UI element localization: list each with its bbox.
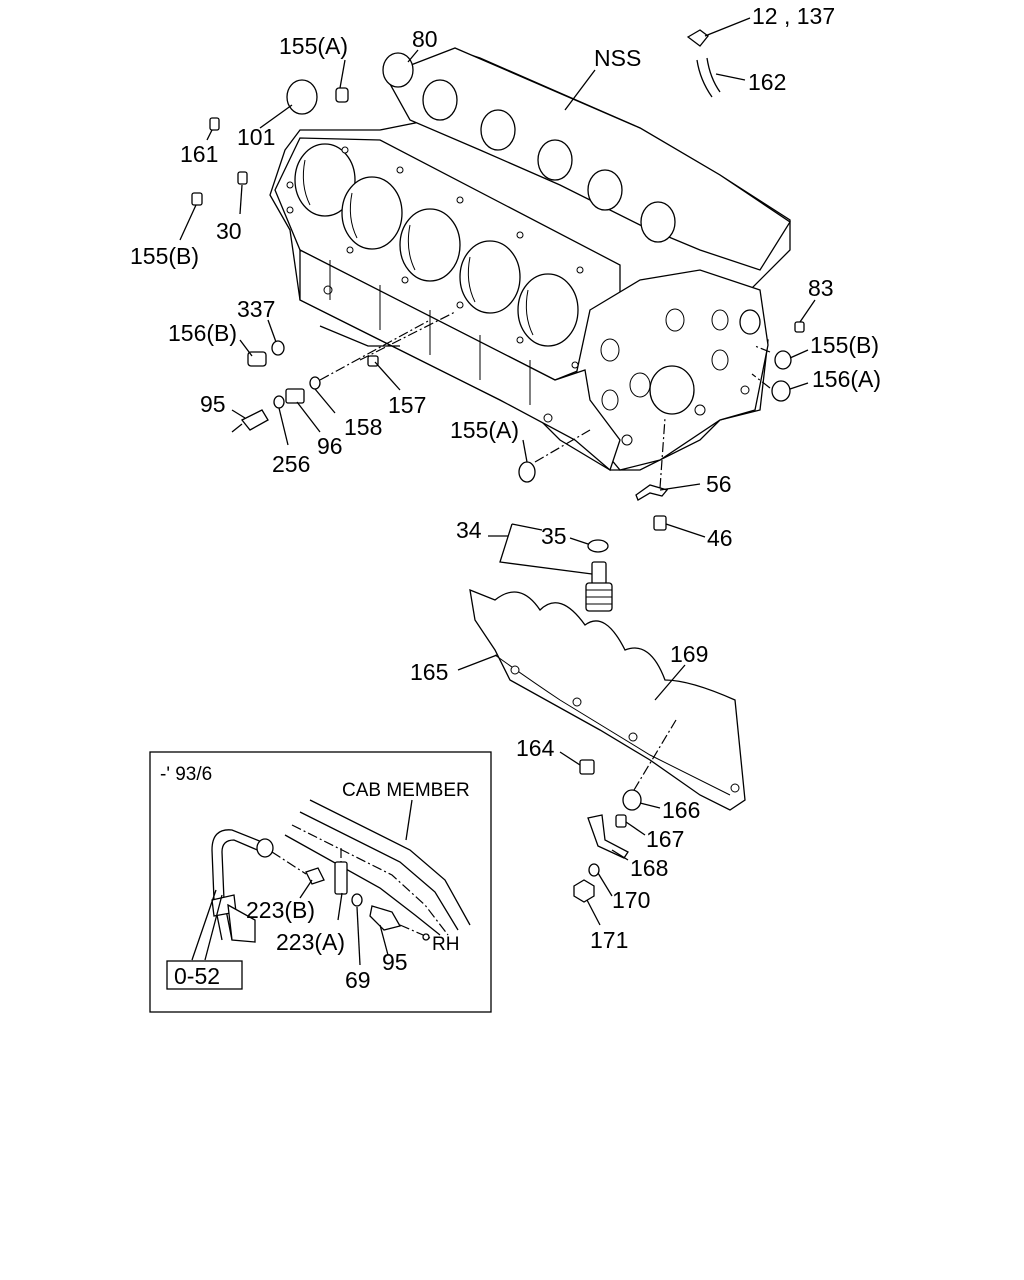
callout-167: 167 — [646, 826, 684, 852]
callout-83: 83 — [808, 275, 834, 301]
inset-date-label: -' 93/6 — [160, 764, 212, 785]
callout-nss: NSS — [594, 45, 641, 71]
callout-35: 35 — [541, 523, 567, 549]
inset-rh-label: RH — [432, 934, 459, 955]
callout-101: 101 — [237, 124, 275, 150]
inset-callout-69: 69 — [345, 967, 371, 993]
callout-157: 157 — [388, 392, 426, 418]
small-parts — [191, 29, 805, 903]
callout-169: 169 — [670, 641, 708, 667]
callout-12-137: 12 , 137 — [752, 3, 835, 29]
callout-168: 168 — [630, 855, 668, 881]
callout-80: 80 — [412, 26, 438, 52]
callout-161: 161 — [180, 141, 218, 167]
callout-156B: 156(B) — [168, 320, 237, 346]
callout-158: 158 — [344, 414, 382, 440]
callout-155B-left: 155(B) — [130, 243, 199, 269]
callout-166: 166 — [662, 797, 700, 823]
reference-box — [166, 960, 243, 990]
callout-171: 171 — [590, 927, 628, 953]
reference-box-label: 0-52 — [174, 963, 220, 989]
callout-165: 165 — [410, 659, 448, 685]
inset-callout-223B: 223(B) — [246, 897, 315, 923]
callout-164: 164 — [516, 735, 555, 761]
callout-96: 96 — [317, 433, 343, 459]
callout-95: 95 — [200, 391, 226, 417]
callout-labels: 12 , 137 155(A) 80 NSS 162 101 161 30 15… — [130, 3, 881, 953]
callout-256: 256 — [272, 451, 310, 477]
callout-170: 170 — [612, 887, 650, 913]
inset-cab-member-label: CAB MEMBER — [342, 780, 470, 801]
callout-162: 162 — [748, 69, 786, 95]
callout-46: 46 — [707, 525, 733, 551]
inset-callout-223A: 223(A) — [276, 929, 345, 955]
callout-156A: 156(A) — [812, 366, 881, 392]
callout-56: 56 — [706, 471, 732, 497]
callout-337: 337 — [237, 296, 275, 322]
cylinder-block — [269, 47, 791, 472]
callout-155A-top: 155(A) — [279, 33, 348, 59]
callout-155B-right: 155(B) — [810, 332, 879, 358]
callout-155A-bottom: 155(A) — [450, 417, 519, 443]
inset-callout-95: 95 — [382, 949, 408, 975]
assembly-centerlines — [319, 311, 771, 791]
leader-lines — [179, 17, 816, 926]
callout-34: 34 — [456, 517, 482, 543]
callout-30: 30 — [216, 218, 242, 244]
inset-detail: -' 93/6 CAB MEMBER 223(B) — [149, 751, 492, 1013]
